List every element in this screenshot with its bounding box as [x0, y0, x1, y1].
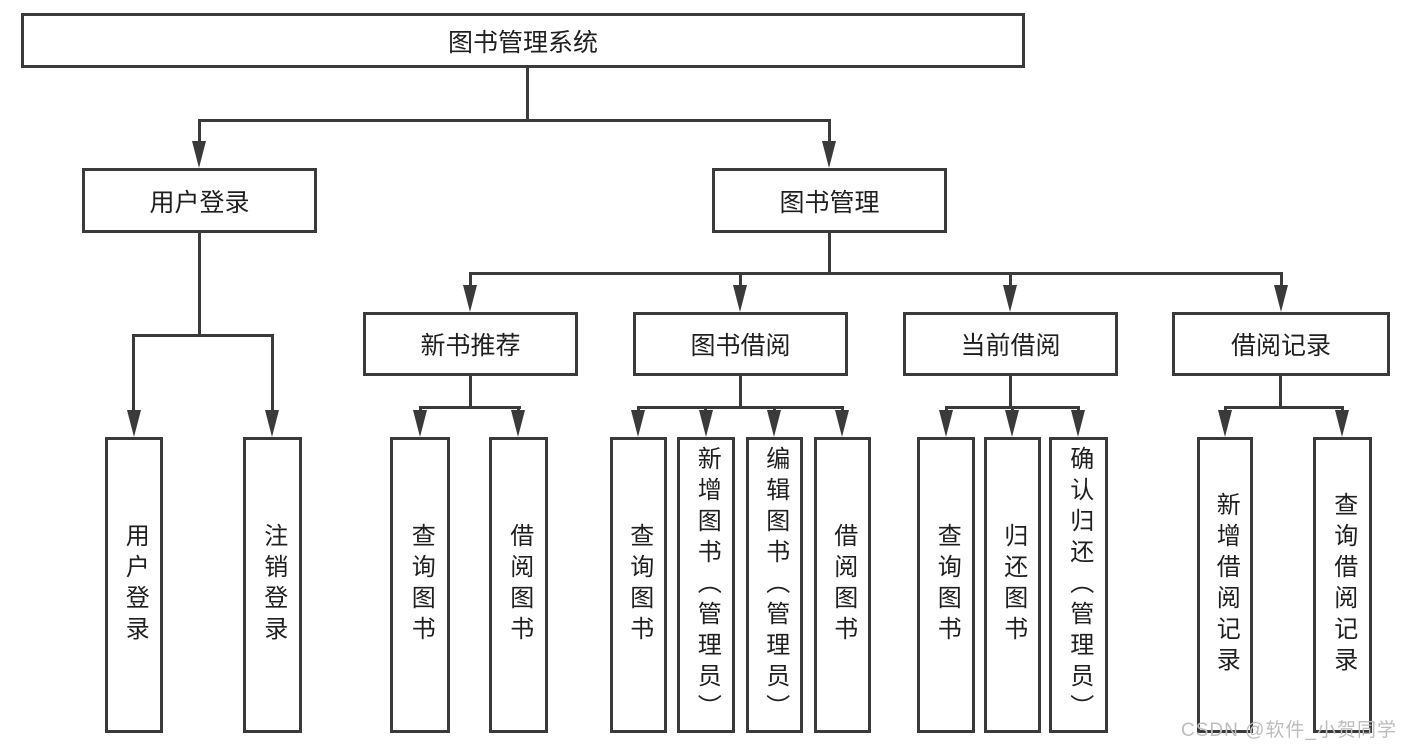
leaf-query-borrow-record: 查询借阅记录	[1313, 437, 1372, 733]
node-book-borrow: 图书借阅	[633, 312, 848, 376]
arrow-down-icon	[767, 410, 781, 437]
node-new-book-recommend: 新书推荐	[363, 312, 578, 376]
leaf-user-login: 用户登录	[105, 437, 163, 733]
connector-line	[419, 406, 521, 409]
arrow-down-icon	[192, 141, 206, 168]
arrow-down-icon	[127, 410, 141, 437]
leaf-confirm-return-admin: 确认归还（管理员）	[1049, 437, 1108, 733]
node-current-borrow: 当前借阅	[903, 312, 1118, 376]
leaf-edit-book-admin: 编辑图书（管理员）	[746, 437, 803, 733]
connector-line	[198, 119, 201, 147]
connector-line	[739, 272, 742, 292]
leaf-borrow-book: 借阅图书	[814, 437, 871, 733]
arrow-down-icon	[835, 410, 849, 437]
node-root: 图书管理系统	[21, 13, 1025, 68]
leaf-query-borrow-record-label: 查询借阅记录	[1329, 492, 1357, 678]
connector-line	[828, 233, 831, 275]
arrow-down-icon	[511, 410, 525, 437]
connector-line	[198, 119, 831, 122]
connector-line	[198, 233, 201, 337]
connector-line	[271, 334, 274, 414]
connector-line	[132, 334, 274, 337]
leaf-logout: 注销登录	[243, 437, 302, 733]
arrow-down-icon	[265, 410, 279, 437]
connector-line	[1224, 406, 1344, 409]
connector-line	[1009, 272, 1012, 292]
watermark: CSDN @软件_小贺同学	[1181, 720, 1397, 741]
connector-line	[1279, 376, 1282, 409]
leaf-add-borrow-record: 新增借阅记录	[1197, 437, 1253, 733]
node-user-login: 用户登录	[82, 168, 317, 233]
leaf-query-book-current: 查询图书	[917, 437, 975, 733]
leaf-add-borrow-record-label: 新增借阅记录	[1212, 492, 1240, 678]
leaf-query-book-recommend: 查询图书	[390, 437, 450, 733]
arrow-down-icon	[1274, 285, 1288, 312]
connector-line	[469, 272, 1282, 275]
leaf-query-book-borrow: 查询图书	[610, 437, 667, 733]
connector-line	[1009, 376, 1012, 409]
leaf-borrow-book-recommend: 借阅图书	[489, 437, 548, 733]
connector-line	[526, 68, 529, 122]
leaf-return-book-label: 归还图书	[999, 523, 1027, 647]
leaf-query-book-recommend-label: 查询图书	[407, 523, 435, 647]
arrow-down-icon	[1005, 410, 1019, 437]
arrow-down-icon	[1335, 410, 1349, 437]
arrow-down-icon	[413, 410, 427, 437]
connector-line	[469, 272, 472, 292]
leaf-borrow-book-recommend-label: 借阅图书	[505, 523, 533, 647]
connector-line	[469, 376, 472, 409]
connector-line	[637, 406, 844, 409]
leaf-logout-label: 注销登录	[259, 523, 287, 647]
node-book-management: 图书管理	[712, 168, 947, 233]
leaf-return-book: 归还图书	[984, 437, 1041, 733]
leaf-add-book-admin-label: 新增图书（管理员）	[693, 445, 721, 725]
arrow-down-icon	[1003, 285, 1017, 312]
leaf-query-book-current-label: 查询图书	[933, 523, 961, 647]
arrow-down-icon	[1071, 410, 1085, 437]
node-borrow-records: 借阅记录	[1172, 312, 1390, 376]
connector-line	[739, 376, 742, 409]
arrow-down-icon	[699, 410, 713, 437]
arrow-down-icon	[463, 285, 477, 312]
arrow-down-icon	[1218, 410, 1232, 437]
leaf-confirm-return-admin-label: 确认归还（管理员）	[1065, 445, 1093, 725]
connector-line	[132, 334, 135, 414]
arrow-down-icon	[939, 410, 953, 437]
connector-line	[828, 119, 831, 147]
arrow-down-icon	[631, 410, 645, 437]
arrow-down-icon	[733, 285, 747, 312]
arrow-down-icon	[822, 141, 836, 168]
leaf-borrow-book-label: 借阅图书	[829, 523, 857, 647]
leaf-edit-book-admin-label: 编辑图书（管理员）	[761, 445, 789, 725]
leaf-user-login-label: 用户登录	[121, 523, 149, 647]
leaf-add-book-admin: 新增图书（管理员）	[677, 437, 735, 733]
connector-line	[1280, 272, 1283, 292]
leaf-query-book-borrow-label: 查询图书	[625, 523, 653, 647]
